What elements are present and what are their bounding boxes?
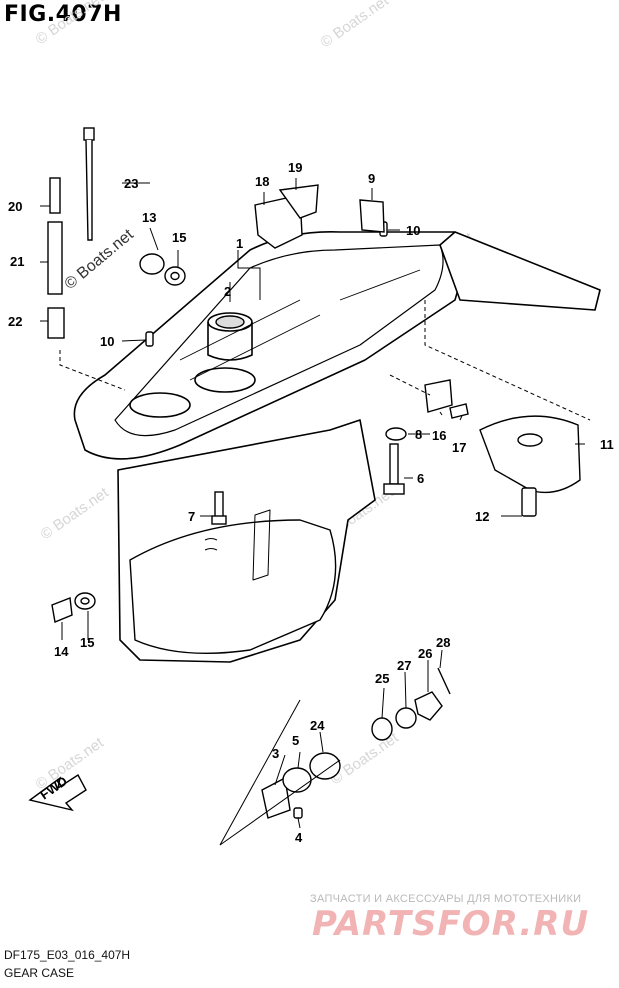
part-26-nut (414, 691, 443, 721)
callout-7: 7 (188, 509, 195, 524)
callout-26: 26 (418, 646, 432, 661)
watermark: © Boats.net (318, 0, 393, 51)
part-27-spacer (395, 707, 417, 729)
gear-case-housing (73, 231, 601, 663)
callout-3: 3 (272, 746, 279, 761)
part-20-grommet (49, 177, 61, 214)
part-4-key (293, 807, 303, 819)
part-25-washer (371, 717, 393, 741)
part-23-cable-tie (83, 127, 95, 141)
leader-lines (40, 178, 591, 846)
callout-16: 16 (432, 428, 446, 443)
inline-watermark: © Boats.net (62, 226, 138, 293)
callout-21: 21 (10, 254, 24, 269)
part-24-bearing (309, 752, 341, 780)
part-3-housing (261, 776, 291, 819)
part-28-cotter-pin (437, 667, 451, 695)
callout-9: 9 (368, 171, 375, 186)
callout-6: 6 (417, 471, 424, 486)
watermark: © Boats.net (328, 729, 403, 788)
callout-14: 14 (54, 644, 69, 659)
callout-18: 18 (255, 174, 269, 189)
part-19-bracket (278, 184, 319, 219)
model-code: DF175_E03_016_407H (4, 948, 131, 962)
callout-11: 11 (600, 437, 614, 452)
part-14-plug (51, 597, 73, 623)
callout-15: 15 (172, 230, 186, 245)
callout-1: 1 (236, 236, 243, 251)
watermark: © Boats.net (33, 0, 108, 48)
callout-28: 28 (436, 635, 450, 650)
part-12-bolt (521, 487, 537, 517)
figure-title: FIG.407H (4, 2, 122, 27)
part-5-seal (282, 767, 312, 793)
callout-5: 5 (292, 733, 299, 748)
callout-labels: 1 2 3 4 5 6 7 8 9 10 10 11 12 13 14 15 1… (8, 160, 614, 845)
callout-22: 22 (8, 314, 22, 329)
part-16-bracket (424, 379, 453, 413)
watermark: © Boats.net (38, 484, 113, 543)
parts-tagline: ЗАПЧАСТИ И АКСЕССУАРЫ ДЛЯ МОТОТЕХНИКИ (310, 893, 582, 905)
part-11-anode (479, 415, 581, 494)
part-2-bushing (215, 315, 245, 329)
part-10-pin (145, 331, 154, 347)
part-8-washer (385, 427, 407, 441)
figure-caption: GEAR CASE (4, 966, 75, 980)
callout-17: 17 (452, 440, 466, 455)
callout-2: 2 (224, 284, 231, 299)
callout-4: 4 (295, 830, 303, 845)
callout-10: 10 (100, 334, 114, 349)
callout-13: 13 (142, 210, 156, 225)
part-17-bolt (449, 403, 469, 419)
callout-20: 20 (8, 199, 22, 214)
part-13-plug (139, 253, 165, 275)
callout-8: 8 (415, 427, 422, 442)
parts-logo: PARTSFOR.RU (312, 904, 590, 944)
callout-24: 24 (310, 718, 325, 733)
callout-23: 23 (124, 176, 138, 191)
callout-19: 19 (288, 160, 302, 175)
part-9-clip (359, 199, 385, 233)
part-6-bolt (389, 443, 399, 485)
part-23-cable-tie-band (85, 139, 93, 241)
callout-25: 25 (375, 671, 389, 686)
callout-12: 12 (475, 509, 489, 524)
part-21-tube (47, 221, 63, 295)
callout-10: 10 (406, 223, 420, 238)
callout-15: 15 (80, 635, 94, 650)
part-22-fitting (47, 307, 65, 339)
callout-27: 27 (397, 658, 411, 673)
